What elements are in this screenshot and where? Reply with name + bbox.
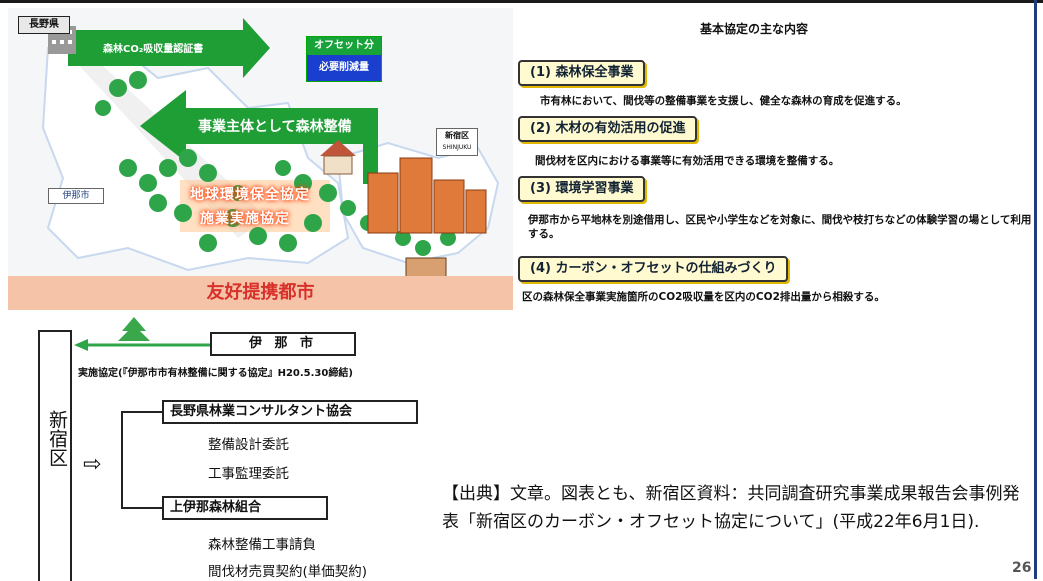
consultant-box: 長野県林業コンサルタント協会 — [162, 400, 418, 424]
shinjuku-logo-name: 新宿区 — [445, 131, 469, 140]
shinjuku-side-label: 新宿区 — [46, 410, 68, 467]
tree-icon — [118, 317, 150, 341]
agreement-title: 基本協定の主な内容 — [700, 22, 809, 36]
tree-arrow-graphic — [74, 317, 226, 351]
agreement-label-2: 施業実施協定 — [200, 211, 290, 227]
map-illustration: 長野県 森林CO₂吸収量認証書 オフセット分 必要削減量 事業主体として森林整備… — [8, 8, 513, 310]
offset-bottom-label: 必要削減量 — [307, 55, 381, 81]
offset-top-label: オフセット分 — [307, 37, 381, 55]
ina-city-box: 伊 那 市 — [210, 332, 356, 356]
certificate-label: 森林CO₂吸収量認証書 — [103, 44, 204, 55]
shinjuku-logo-roman: SHINJUKU — [442, 144, 472, 151]
timber-sale-contract: 間伐材売買契約(単価契約) — [208, 564, 368, 580]
agreement-item-1-desc: 市有林において、間伐等の整備事業を支援し、健全な森林の育成を促進する。 — [540, 95, 907, 107]
region-tag-nagano: 長野県 — [18, 16, 70, 34]
arrow-left-head — [74, 339, 88, 351]
page-number: 26 — [1012, 560, 1032, 576]
agreement-item-2-desc: 間伐材を区内における事業等に有効活用できる環境を整備する。 — [535, 155, 840, 167]
map-graphics — [41, 18, 500, 279]
slide-right-border — [1034, 0, 1037, 579]
offset-box: オフセット分 必要削減量 — [306, 36, 382, 82]
right-arrow-icon: ⇨ — [83, 452, 102, 477]
construction-contract: 森林整備工事請負 — [208, 537, 316, 553]
source-citation: 【出典】文章。図表とも、新宿区資料：共同調査研究事業成果報告会事例発表「新宿区の… — [442, 484, 1020, 532]
shinjuku-logo: 新宿区 SHINJUKU — [436, 128, 478, 156]
agreement-item-4-label: (4) カーボン・オフセットの仕組みづくり — [518, 256, 789, 282]
org-bracket — [121, 411, 162, 509]
agreement-item-1-label: (1) 森林保全事業 — [518, 60, 646, 86]
slide-top-border — [0, 0, 1043, 3]
agreement-item-4-desc: 区の森林保全事業実施箇所のCO2吸収量を区内のCO2排出量から相殺する。 — [522, 291, 885, 303]
cooperative-box: 上伊那森林組合 — [162, 496, 328, 520]
agreement-item-3-label: (3) 環境学習事業 — [518, 176, 646, 202]
implementation-agreement: 実施協定(『伊那市市有林整備に関する協定』H20.5.30締結) — [78, 368, 353, 379]
friendship-bar: 友好提携都市 — [8, 276, 513, 310]
shinjuku-side-box: 新宿区 — [38, 330, 72, 581]
agreement-item-2-label: (2) 木材の有効活用の促進 — [518, 116, 698, 142]
supervision-contract: 工事監理委託 — [208, 466, 289, 482]
design-contract: 整備設計委託 — [208, 437, 289, 453]
agreement-item-3-desc: 伊那市から平地林を別途借用し、区民や小学生などを対象に、間伐や枝打ちなどの体験学… — [528, 214, 1032, 240]
agreement-label-1: 地球環境保全協定 — [190, 187, 310, 203]
forest-arrow-label: 事業主体として森林整備 — [198, 119, 352, 135]
friendship-label: 友好提携都市 — [206, 282, 315, 303]
ina-city-logo: 伊那市 — [48, 188, 104, 204]
